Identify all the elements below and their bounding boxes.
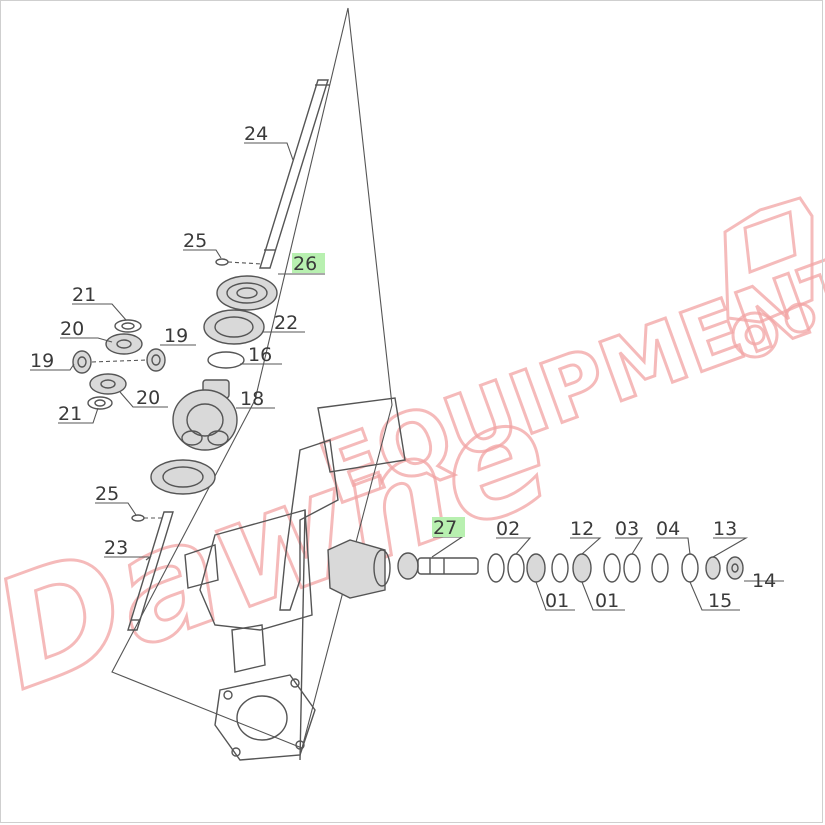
label-16: 16 (248, 344, 272, 366)
label-20-bottom: 20 (136, 387, 160, 409)
label-20-top: 20 (60, 318, 84, 340)
watermark-word: EQUIPMENT (308, 235, 825, 525)
part-26-bearing (216, 275, 278, 311)
label-04: 04 (656, 518, 680, 540)
part-end-cap (327, 539, 391, 599)
tractor-icon (723, 196, 816, 359)
part-lower-bearing (150, 459, 216, 495)
label-27-highlight (432, 517, 465, 537)
label-26-highlight (292, 253, 325, 273)
label-21-top: 21 (72, 284, 96, 306)
gear-housing-body (184, 397, 406, 761)
part-24-shaft (259, 79, 330, 269)
label-26: 26 (293, 253, 317, 275)
label-12: 12 (570, 518, 594, 540)
watermark: Dawne EQUIPMENT (0, 196, 825, 725)
label-13: 13 (713, 518, 737, 540)
label-01-first: 01 (545, 590, 569, 612)
part-labels: 24 25 26 21 20 19 22 16 19 18 20 21 25 2… (30, 123, 776, 612)
label-01-second: 01 (595, 590, 619, 612)
label-21-bottom: 21 (58, 403, 82, 425)
label-23: 23 (104, 537, 128, 559)
part-16-snap-ring (207, 351, 245, 369)
label-25-bottom: 25 (95, 483, 119, 505)
label-25-top: 25 (183, 230, 207, 252)
part-20-gear-bottom (89, 373, 127, 395)
part-20-gear-top (105, 333, 143, 355)
label-18: 18 (240, 388, 264, 410)
part-22-bearing (203, 309, 265, 345)
leader-lines (30, 142, 784, 611)
part-21-washer-top (114, 319, 142, 333)
label-02: 02 (496, 518, 520, 540)
label-22: 22 (274, 312, 298, 334)
label-19-right: 19 (164, 325, 188, 347)
seal-row (487, 553, 744, 583)
part-18-gear-housing (172, 379, 238, 451)
part-19-gear-left (72, 350, 92, 374)
label-24: 24 (244, 123, 268, 145)
part-25-pin (215, 258, 229, 266)
label-19-left: 19 (30, 350, 54, 372)
part-23-shaft (127, 511, 174, 631)
part-19-gear-right (146, 348, 166, 372)
label-27: 27 (433, 517, 457, 539)
sheet-outline (111, 7, 393, 749)
label-03: 03 (615, 518, 639, 540)
part-21-washer-bottom (87, 396, 113, 410)
label-14: 14 (752, 570, 776, 592)
part-27-valve-spool (397, 552, 479, 580)
label-15: 15 (708, 590, 732, 612)
